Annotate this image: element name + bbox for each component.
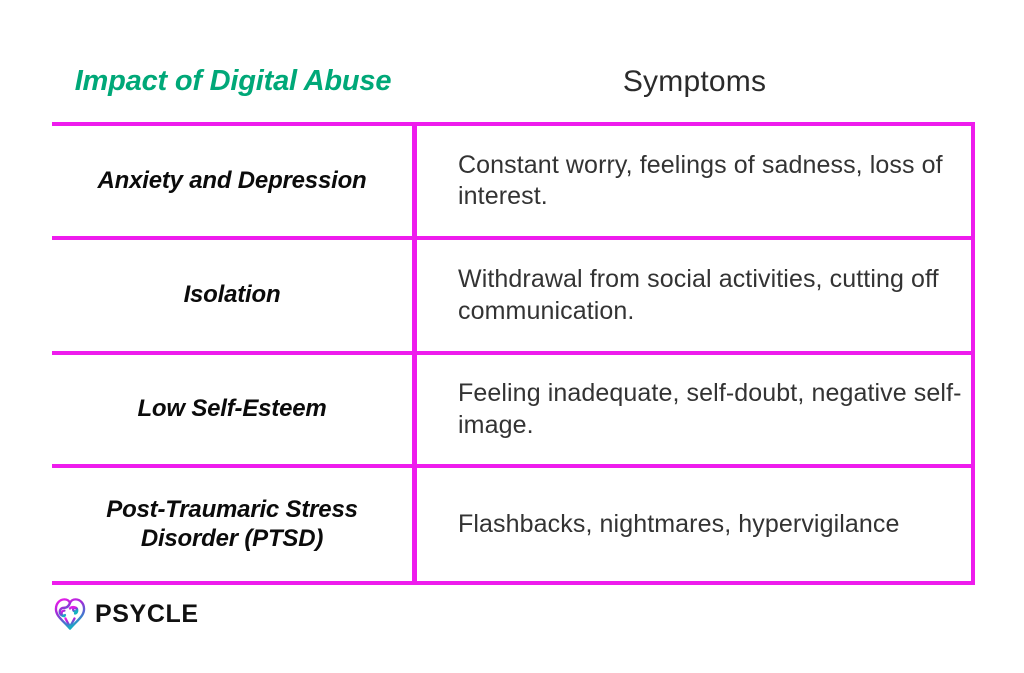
impact-label: Isolation — [183, 281, 281, 309]
table-rule-top — [52, 122, 975, 126]
symptoms-label: Withdrawal from social activities, cutti… — [458, 265, 939, 325]
cell-symptoms: Withdrawal from social activities, cutti… — [417, 240, 975, 351]
table-row: Anxiety and Depression Constant worry, f… — [52, 126, 975, 236]
symptoms-label: Constant worry, feelings of sadness, los… — [458, 150, 943, 211]
table-row: Low Self-Esteem Feeling inadequate, self… — [52, 355, 975, 464]
cell-impact: Anxiety and Depression — [52, 126, 412, 236]
cell-impact: Post-Traumaric Stress Disorder (PTSD) — [52, 468, 412, 581]
column-header-symptoms: Symptoms — [414, 40, 975, 122]
impact-label: Anxiety and Depression — [97, 166, 367, 194]
table-row: Post-Traumaric Stress Disorder (PTSD) Fl… — [52, 468, 975, 581]
table-rule-2 — [52, 351, 975, 355]
column-header-impact-label: Impact of Digital Abuse — [74, 64, 392, 97]
psycle-logo: PSYCLE — [52, 595, 199, 633]
symptoms-label: Flashbacks, nightmares, hypervigilance — [458, 509, 900, 538]
column-header-impact: Impact of Digital Abuse — [52, 40, 414, 122]
table-column-divider — [412, 122, 417, 585]
table-rule-1 — [52, 236, 975, 240]
impact-label: Low Self-Esteem — [137, 395, 327, 423]
table-rule-3 — [52, 464, 975, 468]
cell-impact: Isolation — [52, 240, 412, 351]
cell-symptoms: Feeling inadequate, self-doubt, negative… — [417, 355, 975, 464]
table-header-row: Impact of Digital Abuse Symptoms — [52, 40, 975, 122]
table-row: Isolation Withdrawal from social activit… — [52, 240, 975, 351]
cell-symptoms: Flashbacks, nightmares, hypervigilance — [417, 468, 975, 581]
symptoms-label: Feeling inadequate, self-doubt, negative… — [458, 379, 962, 439]
psycle-wordmark: PSYCLE — [95, 599, 199, 628]
impact-label: Post-Traumaric Stress Disorder (PTSD) — [106, 496, 358, 552]
cell-impact: Low Self-Esteem — [52, 355, 412, 464]
brain-heart-icon — [54, 598, 86, 630]
table-rule-bottom — [52, 581, 975, 585]
column-header-symptoms-label: Symptoms — [622, 64, 767, 98]
cell-symptoms: Constant worry, feelings of sadness, los… — [417, 126, 975, 236]
table-right-border — [971, 122, 975, 585]
